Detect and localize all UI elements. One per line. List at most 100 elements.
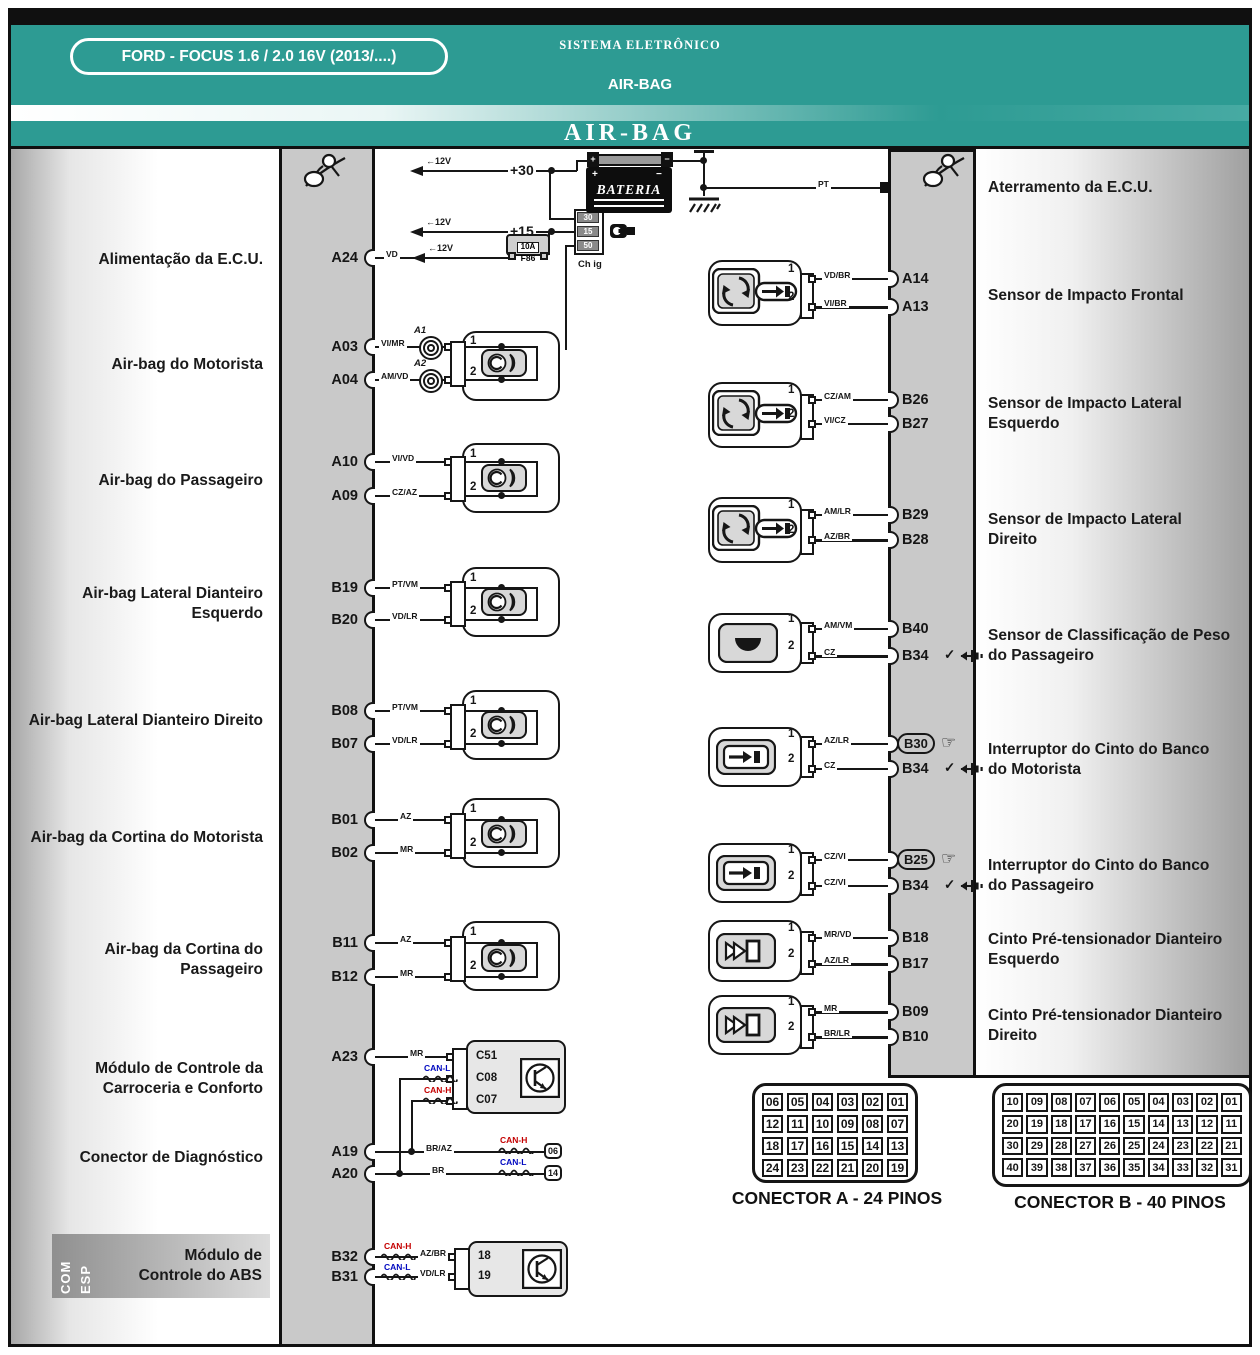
connector-pin-cell: 17 bbox=[787, 1137, 808, 1155]
wire-code: AM/LR bbox=[822, 506, 853, 516]
pretensioner-icon bbox=[716, 933, 776, 969]
connector-pin-cell: 19 bbox=[887, 1159, 908, 1177]
connector-pin-cell: 14 bbox=[1147, 1114, 1170, 1134]
can-high-label: CAN-H bbox=[424, 1085, 452, 1095]
wire-code: BR bbox=[430, 1165, 447, 1175]
wire bbox=[816, 885, 888, 887]
battery-clamp bbox=[590, 154, 670, 166]
wire bbox=[816, 423, 888, 425]
wire-code: MR bbox=[822, 1003, 840, 1013]
shape bbox=[422, 1075, 458, 1082]
wire bbox=[565, 245, 567, 350]
connector-pin-cell: 15 bbox=[837, 1137, 858, 1155]
ecu-pin: B27 bbox=[902, 416, 929, 432]
connector-pin-cell: 04 bbox=[1147, 1093, 1170, 1112]
system-label: SISTEMA ELETRÔNICO bbox=[559, 38, 721, 52]
chassis-ground-icon bbox=[687, 197, 721, 214]
header-stripe bbox=[11, 105, 1249, 121]
connector-terminal bbox=[444, 740, 452, 748]
wire bbox=[536, 943, 538, 977]
ecu-pin: B29 bbox=[902, 507, 929, 523]
shape bbox=[520, 1058, 560, 1098]
pin-notch bbox=[888, 929, 899, 947]
pin-notch bbox=[888, 391, 899, 409]
pin-notch bbox=[888, 1028, 899, 1046]
circuit-label: Sensor de Classificação de Peso do Passa… bbox=[988, 627, 1231, 665]
shape bbox=[716, 739, 776, 775]
connector-pin-number: 2 bbox=[788, 870, 795, 882]
vehicle-badge: FORD - FOCUS 1.6 / 2.0 16V (2013/....) bbox=[70, 38, 448, 75]
wire bbox=[816, 1011, 888, 1014]
title-band bbox=[11, 121, 1249, 149]
connector-terminal bbox=[444, 939, 452, 947]
ecu-pin: A24 bbox=[331, 250, 358, 266]
circuit-label: Interruptor do Cinto do Banco do Motoris… bbox=[988, 741, 1210, 779]
wire-code: CZ/VI bbox=[822, 851, 848, 861]
left-label-panel bbox=[11, 149, 279, 1344]
can-low-label: CAN-L bbox=[500, 1157, 527, 1167]
connector-bracket bbox=[450, 581, 466, 627]
junction-dot bbox=[498, 616, 505, 623]
abs-tag-esp: ESP bbox=[78, 1264, 93, 1294]
shape bbox=[959, 762, 984, 776]
circuit-label: Alimentação da E.C.U. bbox=[98, 251, 263, 268]
can-high-label: CAN-H bbox=[500, 1135, 528, 1145]
wire-code: PT/VM bbox=[390, 702, 420, 712]
wire bbox=[423, 231, 576, 233]
ecu-pin: B34 bbox=[902, 878, 929, 894]
connector-pin-number: 2 bbox=[470, 605, 477, 617]
wire bbox=[816, 963, 888, 966]
connector-terminal bbox=[808, 652, 816, 660]
connector-pin-cell: 08 bbox=[862, 1115, 883, 1133]
ecu-pin: A13 bbox=[902, 299, 929, 315]
connector-pin-cell: 09 bbox=[837, 1115, 858, 1133]
ecu-pin-oval: B25 bbox=[897, 849, 935, 870]
wire-code: MR bbox=[408, 1048, 426, 1058]
shape bbox=[422, 1097, 458, 1104]
wire-code: AZ/BR bbox=[418, 1248, 448, 1258]
wire bbox=[536, 588, 538, 620]
circuit-label: Air-bag da Cortina do Motorista bbox=[30, 829, 264, 846]
shape bbox=[303, 153, 347, 188]
airbag-icon bbox=[922, 153, 966, 188]
ecu-pin: A20 bbox=[331, 1166, 358, 1182]
connector-pin-cell: 32 bbox=[1196, 1158, 1218, 1177]
wire-code: PT/VM bbox=[390, 579, 420, 589]
ecu-pin-oval: B30 bbox=[897, 733, 935, 754]
impact-sensor-icon bbox=[712, 390, 798, 436]
pin-notch bbox=[364, 1268, 375, 1286]
wire bbox=[816, 655, 888, 658]
ecu-pin: B09 bbox=[902, 1004, 929, 1020]
page-frame bbox=[8, 8, 1252, 1347]
junction-dot bbox=[498, 939, 505, 946]
connector-terminal bbox=[540, 252, 548, 260]
connector-terminal bbox=[808, 1008, 816, 1016]
connector-pin-number: 2 bbox=[788, 524, 795, 536]
wire-code: MR bbox=[398, 968, 416, 978]
connector-pin-cell: 27 bbox=[1074, 1136, 1097, 1156]
shape bbox=[419, 336, 443, 360]
shape bbox=[481, 820, 527, 848]
connector-terminal bbox=[808, 856, 816, 864]
pin-notch bbox=[888, 1003, 899, 1021]
shape bbox=[498, 1147, 534, 1154]
connector-pin-cell: 24 bbox=[762, 1159, 783, 1177]
connector-pin-number: 2 bbox=[470, 728, 477, 740]
connector-pin-number: 2 bbox=[470, 366, 477, 378]
connector-pin-cell: 28 bbox=[1050, 1136, 1072, 1156]
ecu-pin: B34 bbox=[902, 761, 929, 777]
pin-notch bbox=[364, 1143, 375, 1161]
wire bbox=[704, 187, 884, 189]
circuit-label: Cinto Pré-tensionador Dianteiro Esquerdo bbox=[988, 931, 1223, 969]
connector-pin-cell: 40 bbox=[1002, 1158, 1024, 1177]
wire-voltage-label: ←12V bbox=[426, 156, 452, 166]
connector-b-title: CONECTOR B - 40 PINOS bbox=[1014, 1192, 1226, 1212]
pin-notch bbox=[888, 531, 899, 549]
connector-pin-cell: 02 bbox=[1196, 1093, 1218, 1112]
ecu-pin: B17 bbox=[902, 956, 929, 972]
connector-pin-cell: 16 bbox=[1099, 1114, 1121, 1134]
ecu-pin: B40 bbox=[902, 621, 929, 637]
junction-dot bbox=[498, 849, 505, 856]
wire-code: BR/AZ bbox=[424, 1143, 454, 1153]
